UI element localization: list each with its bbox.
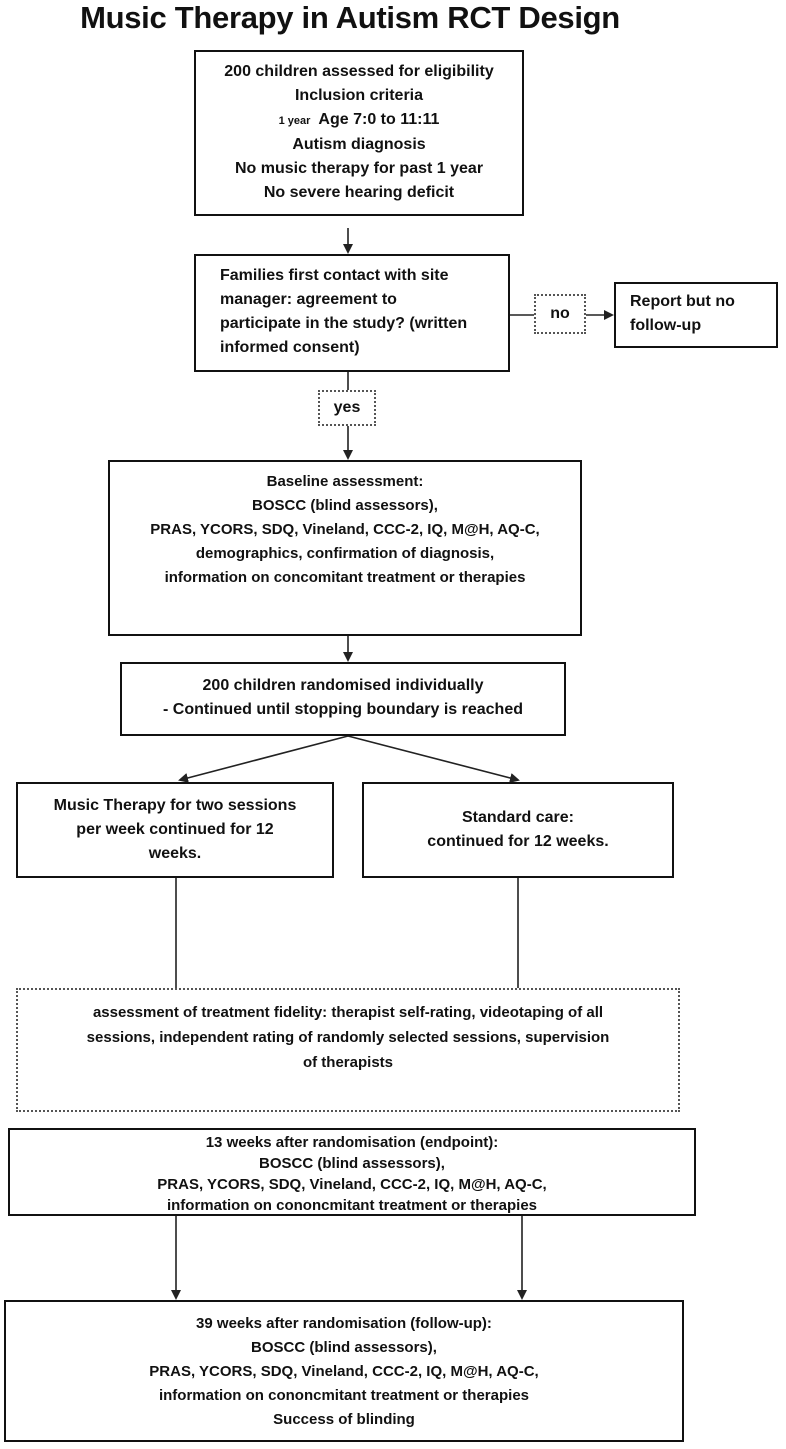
fidelity-line: assessment of treatment fidelity: therap… [92,1004,604,1021]
followup-line: PRAS, YCORS, SDQ, Vineland, CCC-2, IQ, M… [149,1363,539,1380]
standard-care-line: Standard care: [461,809,575,826]
fidelity-line: of therapists [302,1054,393,1071]
eligibility-line: Autism diagnosis [292,136,426,153]
eligibility-line: 1 year Age 7:0 to 11:11 [196,108,522,133]
consent-line: informed consent) [220,339,360,356]
baseline-line: information on concomitant treatment or … [164,569,526,586]
diagram-title: Music Therapy in Autism RCT Design [80,0,620,35]
consent-box: Families first contact with site manager… [194,254,510,372]
followup-assessment-box: 39 weeks after randomisation (follow-up)… [4,1300,684,1442]
eligibility-side-note: 1 year [278,115,311,127]
no-decision-box: no [534,294,586,334]
baseline-line: demographics, confirmation of diagnosis, [195,545,495,562]
followup-line: information on cononcmitant treatment or… [158,1387,530,1404]
treatment-fidelity-box: assessment of treatment fidelity: therap… [16,988,680,1112]
randomisation-line: - Continued until stopping boundary is r… [163,701,523,718]
arrow-randomised-to-standard [347,735,520,783]
baseline-heading: Baseline assessment: [266,473,424,490]
report-line: follow-up [630,317,702,334]
arrow-randomised-to-music [178,735,349,783]
eligibility-line: 200 children assessed for eligibility [224,63,494,80]
randomisation-line: 200 children randomised individually [202,677,484,694]
standard-care-box: Standard care: continued for 12 weeks. [362,782,674,878]
standard-care-line: continued for 12 weeks. [427,833,609,850]
no-label: no [550,305,570,322]
yes-label: yes [333,399,361,416]
fidelity-line: sessions, independent rating of randomly… [86,1029,610,1046]
endpoint-line: BOSCC (blind assessors), [259,1155,445,1172]
music-therapy-line: weeks. [148,845,202,862]
eligibility-box: 200 children assessed for eligibility In… [194,50,524,216]
baseline-line: BOSCC (blind assessors), [252,497,438,514]
yes-decision-box: yes [318,390,376,426]
baseline-line: PRAS, YCORS, SDQ, Vineland, CCC-2, IQ, M… [150,521,540,538]
endpoint-assessment-box: 13 weeks after randomisation (endpoint):… [8,1128,696,1216]
baseline-assessment-box: Baseline assessment: BOSCC (blind assess… [108,460,582,636]
followup-line: Success of blinding [273,1411,415,1428]
followup-heading: 39 weeks after randomisation (follow-up)… [196,1315,492,1332]
music-therapy-line: per week continued for 12 [76,821,274,838]
music-therapy-box: Music Therapy for two sessions per week … [16,782,334,878]
report-box: Report but no follow-up [614,282,778,348]
followup-line: BOSCC (blind assessors), [251,1339,437,1356]
consent-line: manager: agreement to [220,291,397,308]
report-line: Report but no [630,293,735,310]
randomisation-box: 200 children randomised individually - C… [120,662,566,736]
endpoint-line: PRAS, YCORS, SDQ, Vineland, CCC-2, IQ, M… [157,1176,547,1193]
consent-line: Families first contact with site [220,267,449,284]
eligibility-age: Age 7:0 to 11:11 [318,111,440,128]
endpoint-heading: 13 weeks after randomisation (endpoint): [205,1134,499,1151]
eligibility-line: Inclusion criteria [294,87,424,104]
eligibility-line: No music therapy for past 1 year [234,160,484,177]
music-therapy-line: Music Therapy for two sessions [53,797,297,814]
consent-line: participate in the study? (written [220,315,468,332]
eligibility-line: No severe hearing deficit [263,184,455,201]
endpoint-line: information on cononcmitant treatment or… [166,1197,538,1214]
